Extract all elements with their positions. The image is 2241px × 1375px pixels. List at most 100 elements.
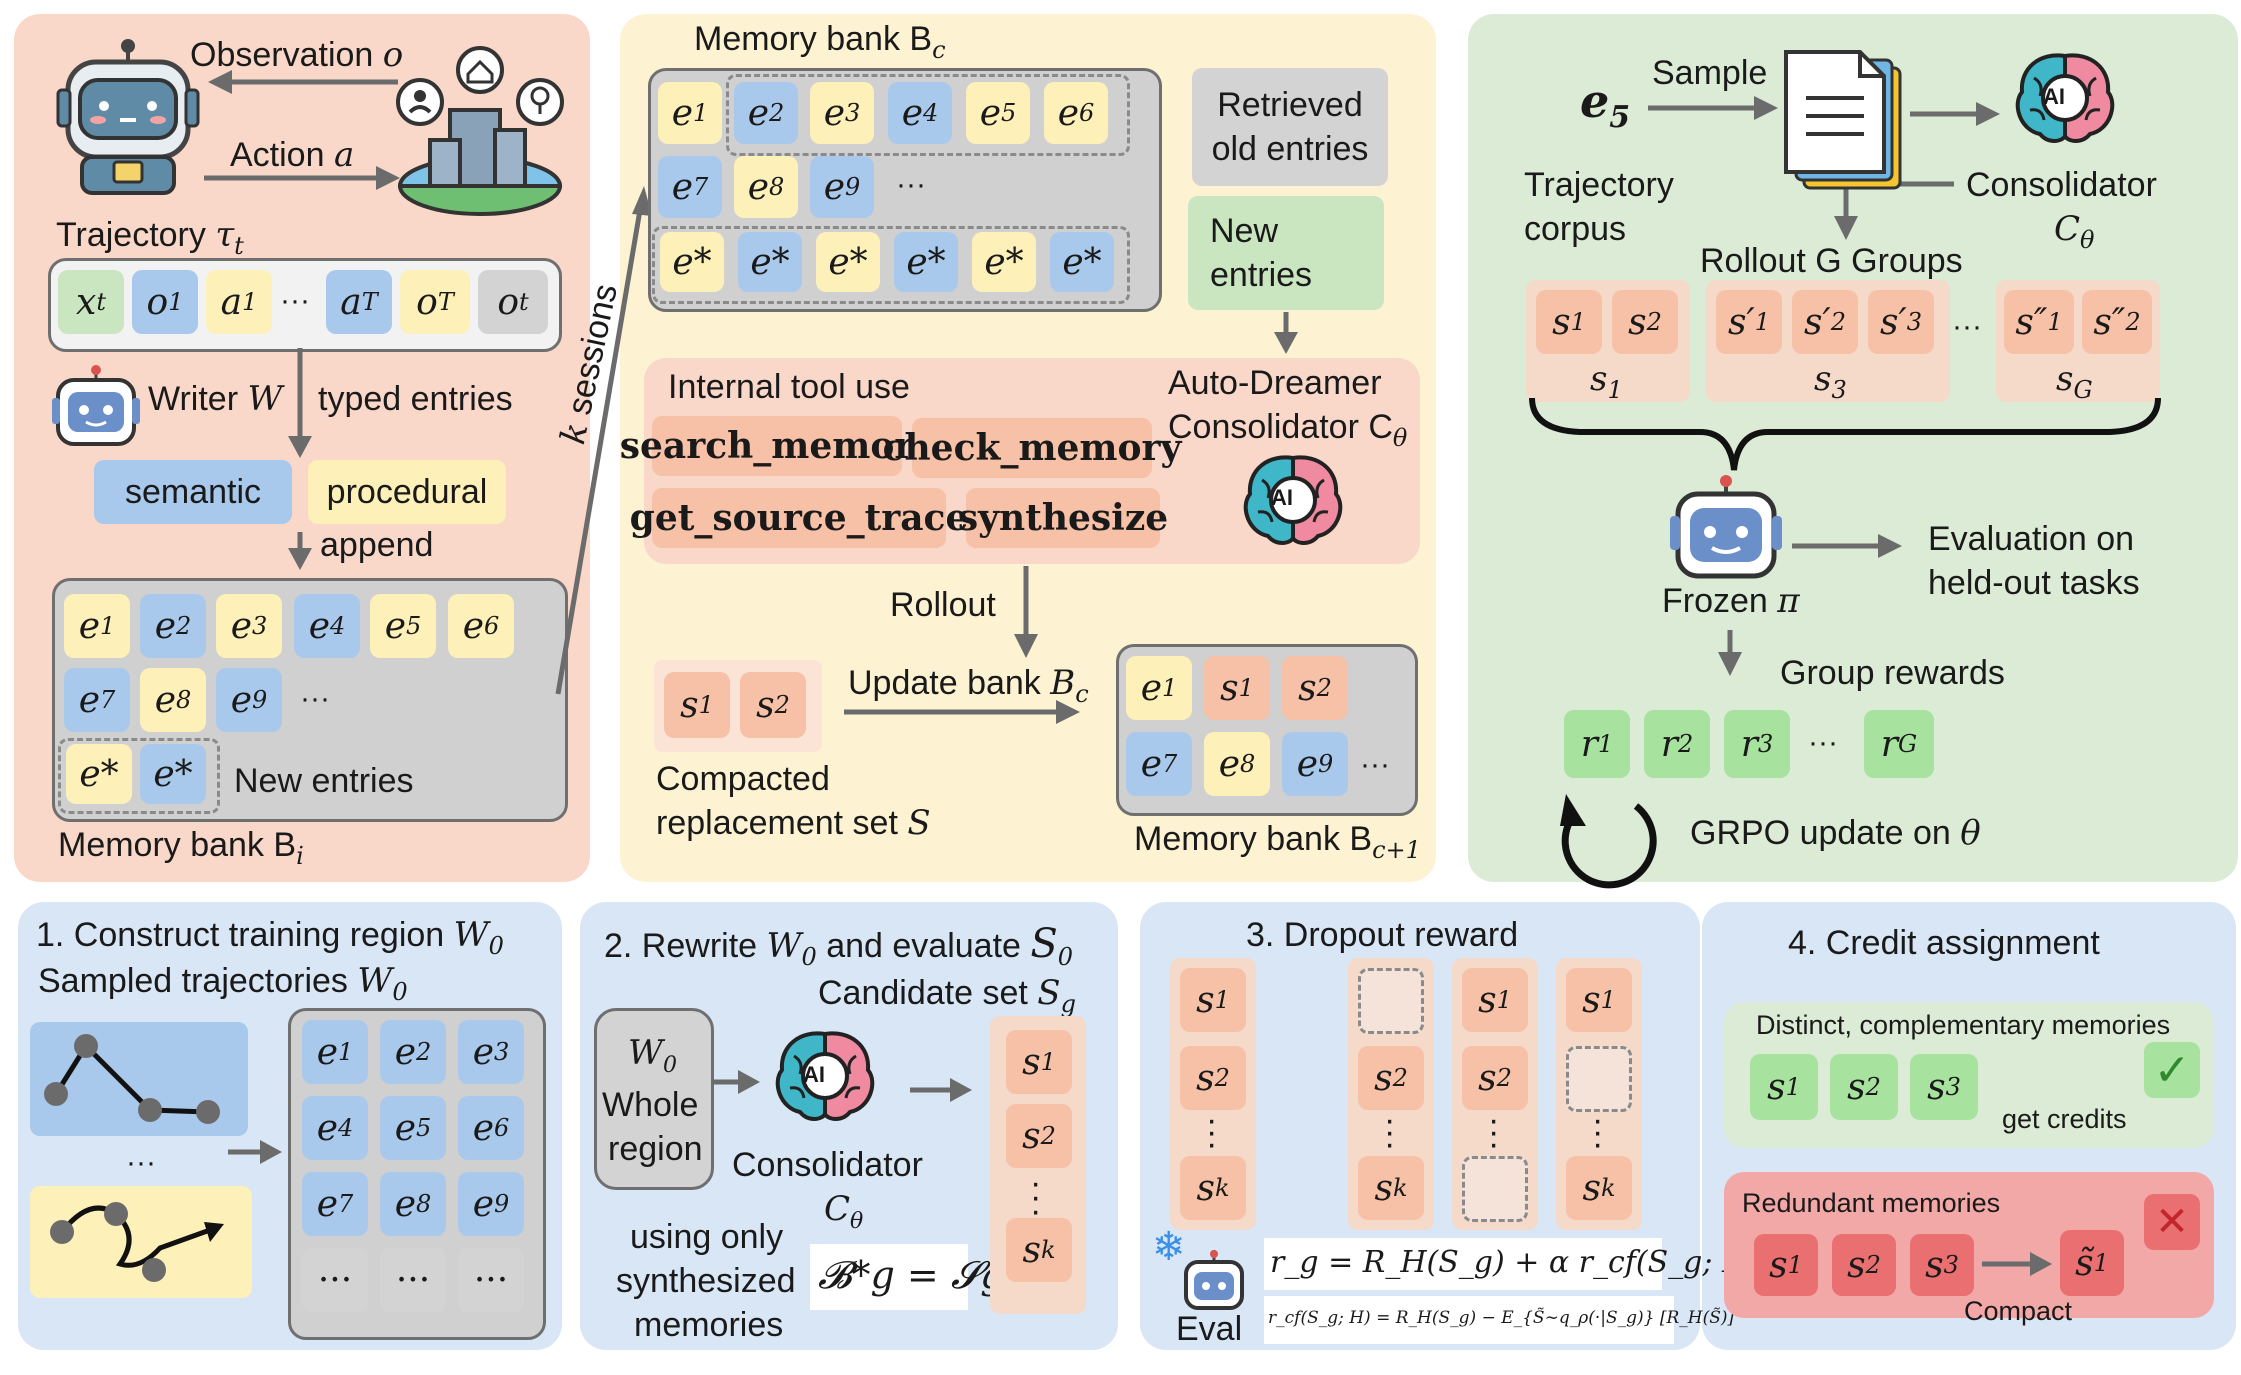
bc-ellipsis: ···: [896, 168, 926, 201]
ai-brain-text: AI: [1271, 485, 1293, 510]
tool-synthesize: synthesize: [958, 488, 1168, 548]
bi-new-entry: e*: [140, 744, 206, 804]
ai-brain-text: AI: [803, 1062, 825, 1087]
action-label: Action a: [230, 135, 355, 175]
ai-brain-icon: [1238, 450, 1348, 555]
step2-using-3: memories: [634, 1306, 784, 1344]
bc1-ellipsis: ···: [1360, 748, 1390, 781]
bi-new-entries-label: New entries: [234, 762, 414, 800]
bc-retrieved-group: [726, 74, 1130, 156]
append-label: append: [320, 526, 434, 564]
dropout-vdots: ···: [1384, 1101, 1396, 1163]
frozen-label: Frozen π: [1662, 581, 1800, 621]
step2-consolidator: Consolidator: [732, 1146, 923, 1184]
reward-formula-1: r_g = R_H(S_g) + α r_cf(S_g; H): [1270, 1245, 1760, 1280]
step2-using-1: using only: [630, 1218, 784, 1256]
procedural-chip: procedural: [308, 460, 506, 524]
dropped-memory-slot: [1358, 968, 1424, 1034]
update-bank-label: Update bank Bc: [848, 663, 1089, 708]
bc-new-entry: e*: [894, 232, 958, 292]
redundant-label: Redundant memories: [1742, 1188, 2001, 1218]
compacted-s-tilde: s̃1: [2060, 1230, 2124, 1296]
group-g-s: s″1: [2004, 290, 2074, 354]
evaluation-label-1: Evaluation on: [1928, 520, 2135, 558]
typed-entries-label: typed entries: [318, 380, 513, 418]
e5-label: e5: [1580, 74, 1631, 136]
dropout-vdots: ···: [1488, 1101, 1500, 1163]
eval-label: Eval: [1176, 1310, 1243, 1348]
whole-region-label-2: region: [608, 1130, 703, 1168]
consolidator-right-var: Cθ: [2054, 209, 2095, 254]
compacted-label-1: Compacted: [656, 760, 830, 798]
candidate-vdots: ···: [1030, 1164, 1042, 1230]
bc-new-group: [652, 226, 1130, 304]
dropout-vdots: ···: [1592, 1101, 1604, 1163]
svg-text:❄: ❄: [1152, 1224, 1186, 1270]
step1-ellipsis: ···: [126, 1146, 156, 1179]
ai-brain-text: AI: [2043, 84, 2065, 109]
group-g-s: s″2: [2082, 290, 2152, 354]
compacted-label-2: replacement set S: [656, 803, 931, 843]
bi-new-entry: e*: [66, 744, 132, 804]
candidate-set-label: Candidate set Sg: [818, 973, 1076, 1018]
sample-label: Sample: [1652, 54, 1768, 92]
step4-title: 4. Credit assignment: [1788, 924, 2100, 962]
rollout-groups-label: Rollout G Groups: [1700, 242, 1963, 280]
writer-label: Writer W: [148, 379, 283, 419]
trajectory-label: Trajectory τt: [56, 215, 244, 260]
evaluation-label-2: held-out tasks: [1928, 564, 2140, 602]
compact-label: Compact: [1964, 1296, 2073, 1326]
get-credits-label: get credits: [2002, 1104, 2127, 1134]
group-3-s: s′3: [1868, 290, 1934, 354]
distinct-label: Distinct, complementary memories: [1756, 1010, 2171, 1040]
region-entry-ellipsis: ···: [380, 1248, 446, 1312]
ai-brain-icon: [770, 1026, 880, 1131]
